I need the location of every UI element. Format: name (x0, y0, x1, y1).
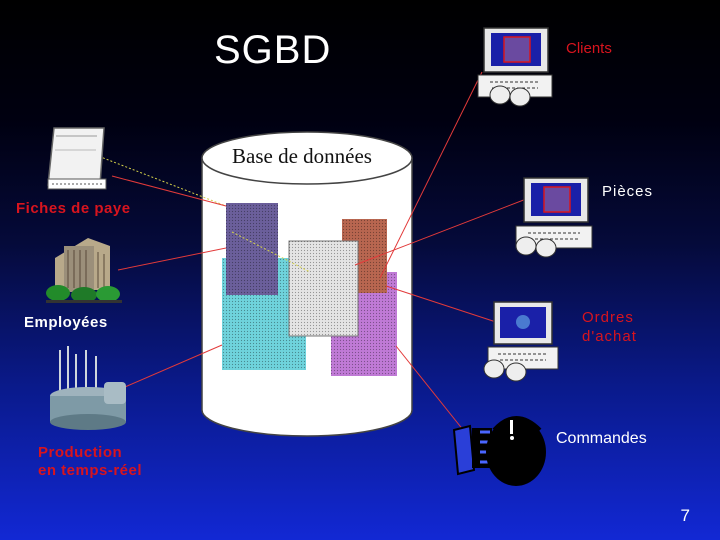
computer-terminal-icon-clients (478, 28, 552, 106)
payslip-document-icon (48, 128, 106, 189)
label-clients: Clients (566, 40, 612, 57)
block-grey-dots (289, 241, 358, 336)
label-production-line1: Production (38, 444, 122, 461)
label-parts: Pièces (602, 183, 653, 200)
slide-title: SGBD (214, 28, 331, 73)
label-payroll: Fiches de paye (16, 200, 131, 217)
computer-terminal-icon-parts (516, 178, 592, 257)
label-production-line2: en temps-réel (38, 462, 142, 479)
label-purchase-line1: Ordres (582, 309, 634, 326)
label-orders: Commandes (556, 430, 647, 448)
block-purple-dots (226, 203, 278, 295)
office-building-icon (46, 238, 122, 303)
label-purchase-line2: d'achat (582, 328, 637, 345)
label-employees: Employées (24, 314, 108, 331)
factory-icon (50, 346, 126, 430)
page-number: 7 (681, 506, 690, 526)
computer-terminal-icon-purchase (484, 302, 558, 381)
telephone-operator-icon (454, 418, 546, 486)
database-label: Base de données (232, 144, 372, 169)
